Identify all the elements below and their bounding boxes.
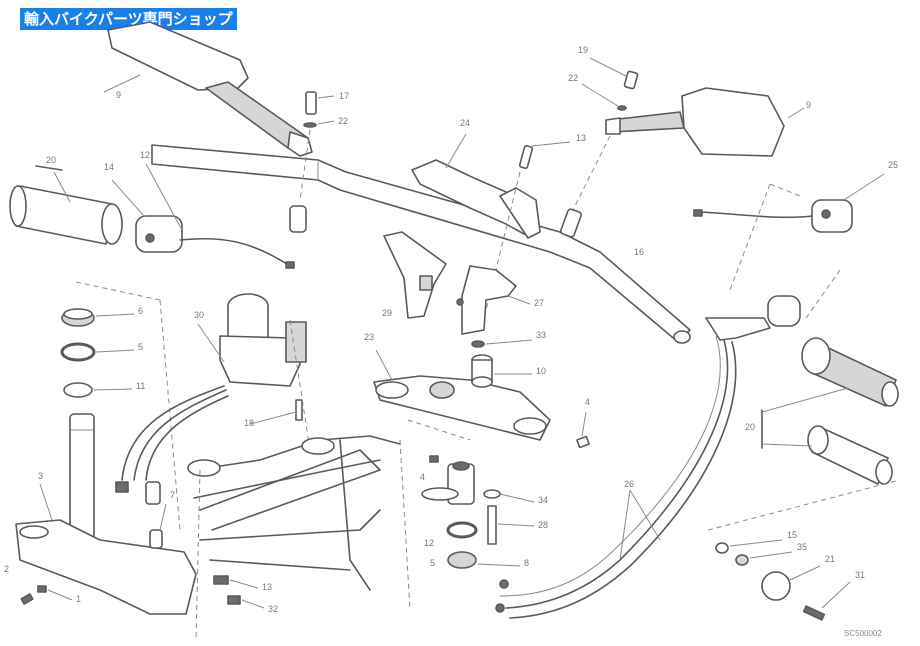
callout-label-20: 20 (46, 155, 56, 165)
callout-label-15: 15 (787, 530, 797, 540)
callout-label-30: 30 (194, 310, 204, 320)
callout-label-18: 18 (244, 418, 254, 428)
callout-label-2: 2 (4, 564, 9, 574)
right-mirror (560, 57, 805, 238)
shop-banner: 輸入バイクパーツ専門ショップ (20, 8, 237, 30)
callout-label-22: 22 (338, 116, 348, 126)
callout-label-16: 16 (634, 247, 644, 257)
lower-center-stack (399, 419, 535, 611)
callout-label-12: 12 (140, 150, 150, 160)
ignition-switch (115, 293, 311, 549)
callout-label-10: 10 (536, 366, 546, 376)
left-grip (9, 165, 123, 245)
callout-label-25: 25 (888, 160, 898, 170)
callout-label-7: 7 (170, 490, 175, 500)
callout-label-12: 12 (424, 538, 434, 548)
callout-label-19: 19 (578, 45, 588, 55)
right-lever-assembly (705, 269, 841, 341)
callout-label-8: 8 (524, 558, 529, 568)
callout-label-28: 28 (538, 520, 548, 530)
drawing-code: SC500002 (844, 629, 882, 638)
callout-label-29: 29 (382, 308, 392, 318)
callout-label-5: 5 (138, 342, 143, 352)
callout-label-34: 34 (538, 495, 548, 505)
bar-end-assembly (707, 479, 901, 621)
callout-label-9: 9 (806, 100, 811, 110)
right-switch (693, 173, 885, 291)
callout-label-13: 13 (262, 582, 272, 592)
hoses (495, 335, 737, 619)
clamp-29 (383, 231, 447, 319)
callout-label-17: 17 (339, 91, 349, 101)
spacer-stack (471, 339, 533, 388)
callout-label-4: 4 (420, 472, 425, 482)
callout-label-31: 31 (855, 570, 865, 580)
callout-label-11: 11 (136, 381, 145, 391)
callout-label-26: 26 (624, 479, 634, 489)
upper-triple-clamp (373, 349, 590, 449)
callout-label-24: 24 (460, 118, 470, 128)
callout-label-33: 33 (536, 330, 546, 340)
callout-label-21: 21 (825, 554, 835, 564)
callout-label-23: 23 (364, 332, 374, 342)
right-grip-upper (801, 337, 899, 407)
callout-label-5: 5 (430, 558, 435, 568)
callout-label-1: 1 (76, 594, 81, 604)
callout-label-4: 4 (585, 397, 590, 407)
callout-label-6: 6 (138, 306, 143, 316)
callout-label-3: 3 (38, 471, 43, 481)
callout-label-22: 22 (568, 73, 578, 83)
steering-bearing-stack (60, 281, 181, 531)
callout-label-32: 32 (268, 604, 278, 614)
left-switch (111, 163, 295, 269)
callout-label-35: 35 (797, 542, 807, 552)
clamp-27 (456, 265, 531, 335)
left-mirror (103, 21, 313, 157)
callout-label-27: 27 (534, 298, 544, 308)
right-grip-lower (761, 387, 893, 485)
lower-triple-clamp (15, 413, 197, 615)
bolt-17 (289, 91, 335, 233)
callout-label-14: 14 (104, 162, 114, 172)
callout-label-9: 9 (116, 90, 121, 100)
handlebar (151, 144, 691, 344)
callout-label-13: 13 (576, 133, 586, 143)
frame (187, 435, 401, 641)
callout-label-20: 20 (745, 422, 755, 432)
